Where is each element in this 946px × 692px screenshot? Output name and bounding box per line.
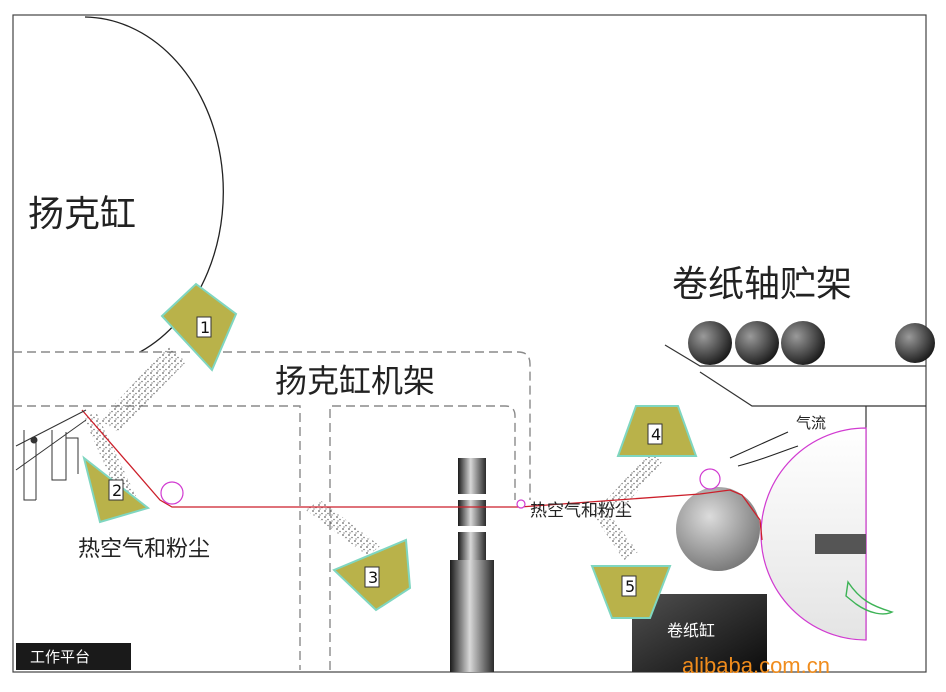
guide-roller-left [160, 481, 184, 505]
nozzle-3: 3 [332, 538, 412, 612]
reel-clamp-hook [845, 580, 894, 615]
hot-air-dust-label-right: 热空气和粉尘 [530, 501, 632, 521]
pope-roller [676, 487, 760, 571]
nozzle-2-label: 2 [112, 481, 122, 500]
guide-roller-mid [516, 499, 526, 509]
stored-reel-1 [688, 321, 732, 365]
reel-drum [760, 427, 867, 641]
doctor-blade-assembly [15, 409, 87, 501]
dust-clouds [84, 346, 662, 560]
yankee-frame-outline [13, 351, 531, 670]
yankee-dryer-label: 扬克缸 [28, 194, 136, 235]
nozzle-1-label: 1 [200, 318, 210, 337]
hot-air-dust-label-left: 热空气和粉尘 [78, 537, 210, 562]
reel-storage-label: 卷纸轴贮架 [672, 264, 852, 305]
reel-storage-rack [664, 321, 935, 640]
central-column [450, 458, 494, 672]
work-platform-box [16, 643, 131, 670]
nozzle-2: 2 [82, 455, 151, 524]
air-flow-label: 气流 [796, 414, 826, 432]
work-platform-label: 工作平台 [30, 648, 90, 666]
nozzle-1: 1 [160, 282, 238, 372]
nozzle-3-label: 3 [368, 568, 378, 587]
stored-reel-3 [781, 321, 825, 365]
nozzle-5-label: 5 [625, 577, 635, 596]
stored-reel-2 [735, 321, 779, 365]
air-flow-arrows [729, 431, 799, 467]
stored-reel-4 [895, 323, 935, 363]
nozzle-5: 5 [590, 565, 672, 619]
yankee-frame-label: 扬克缸机架 [275, 362, 435, 400]
nozzle-4-label: 4 [651, 425, 661, 444]
nozzle-4: 4 [616, 405, 698, 457]
watermark: alibaba.com.cn [682, 653, 830, 678]
reel-cylinder-label: 卷纸缸 [667, 621, 715, 640]
paper-web [81, 409, 763, 541]
reel-arm [815, 534, 866, 554]
guide-roller-right [699, 468, 721, 490]
